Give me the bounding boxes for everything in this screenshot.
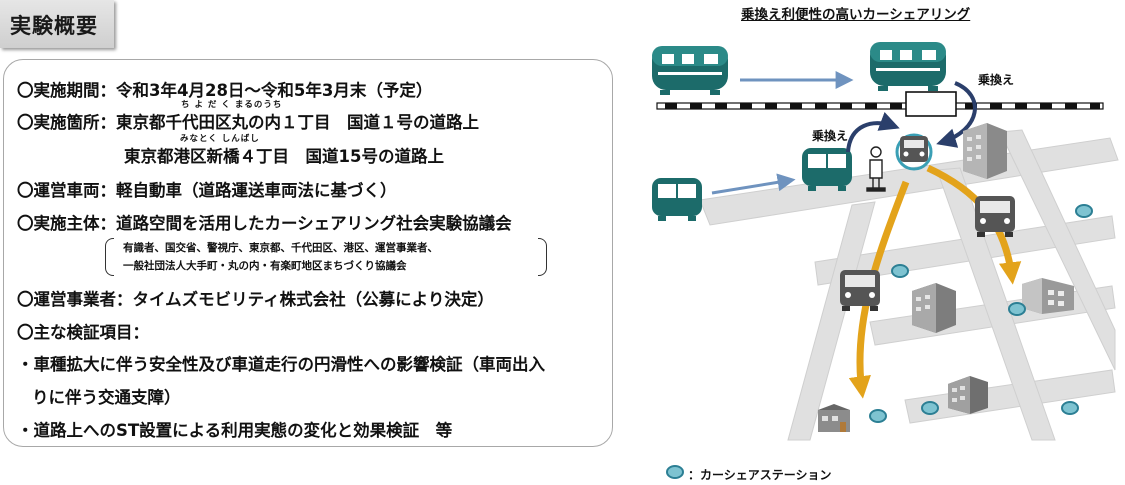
car-south: [840, 270, 880, 311]
vehicle-text: 〇運営車両：軽自動車（道路運送車両法に基づく）: [17, 181, 397, 200]
organizer-text: 〇実施主体：道路空間を活用したカーシェアリング社会実験協議会: [17, 214, 512, 233]
location-2-text: 東京都港区新橋４丁目 国道15号の道路上: [124, 147, 444, 166]
station-marker: [1008, 302, 1026, 316]
page-title: 実験概要: [10, 14, 98, 38]
operator-text: 〇運営事業者：タイムズモビリティ株式会社（公募により決定）: [17, 290, 494, 309]
diagram-title: 乗換え利便性の高いカーシェアリング: [741, 7, 971, 23]
person-icon: [866, 146, 886, 192]
ruby-minato: みなとく しんばし: [180, 134, 260, 144]
transfer-label-train: 乗換え: [978, 73, 1015, 87]
transfer-label-bus: 乗換え: [812, 129, 849, 143]
building-5: [818, 404, 850, 432]
train-left: [652, 46, 728, 95]
ruby-chiyoda: ち よ だ く まるのうち: [181, 100, 283, 110]
station-marker: [891, 264, 909, 278]
period-text: 〇実施期間：令和3年4月28日～令和5年3月末（予定）: [17, 81, 433, 100]
summary-box: [3, 59, 613, 447]
active-station-ring: [895, 133, 933, 171]
members-line-1: 有識者、国交省、警視庁、東京都、千代田区、港区、運営事業者、: [123, 242, 438, 254]
station-marker: [1075, 204, 1093, 218]
verification-heading: 〇主な検証項目：: [17, 323, 149, 342]
bus-left: [652, 178, 702, 221]
road-vertical-2: [936, 167, 1056, 441]
transfer-arrow-train: [936, 81, 977, 148]
building-1: [963, 123, 1007, 179]
bracket-left: [105, 238, 114, 276]
building-3: [1022, 278, 1074, 314]
station-platform: [905, 91, 957, 117]
transfer-arrow-bus: [846, 112, 900, 153]
verification-item-2: ・道路上へのST設置による利用実態の変化と効果検証 等: [17, 421, 453, 440]
carshare-stations: [666, 204, 1093, 479]
train-right: [870, 42, 946, 91]
legend-station-icon: [666, 465, 684, 479]
road-grid: [699, 129, 1119, 441]
location-1-text: 〇実施箇所：東京都千代田区丸の内１丁目 国道１号の道路上: [17, 113, 479, 132]
header-tab: 実験概要: [0, 0, 114, 48]
rail-line: [656, 102, 1104, 110]
verification-item-1-line-1: ・車種拡大に伴う安全性及び車道走行の円滑性への影響検証（車両出入: [17, 355, 545, 374]
station-marker: [921, 401, 939, 415]
station-marker: [869, 409, 887, 423]
members-bracket: 有識者、国交省、警視庁、東京都、千代田区、港区、運営事業者、 一般社団法人大手町…: [105, 238, 547, 276]
car-at-station: [900, 136, 928, 162]
bus-right: [802, 148, 852, 191]
building-4: [948, 376, 988, 414]
bus-arrow: [711, 173, 796, 195]
members-line-2: 一般社団法人大手町・丸の内・有楽町地区まちづくり協議会: [123, 260, 407, 272]
legend-label: ：カーシェアステーション: [688, 468, 832, 482]
road-vertical-3: [999, 129, 1116, 371]
road-vertical-1: [787, 201, 876, 441]
car-east: [975, 196, 1015, 237]
verification-item-1-line-2: りに伴う交通支障）: [32, 388, 181, 407]
building-2: [912, 283, 956, 333]
station-marker: [1061, 401, 1079, 415]
